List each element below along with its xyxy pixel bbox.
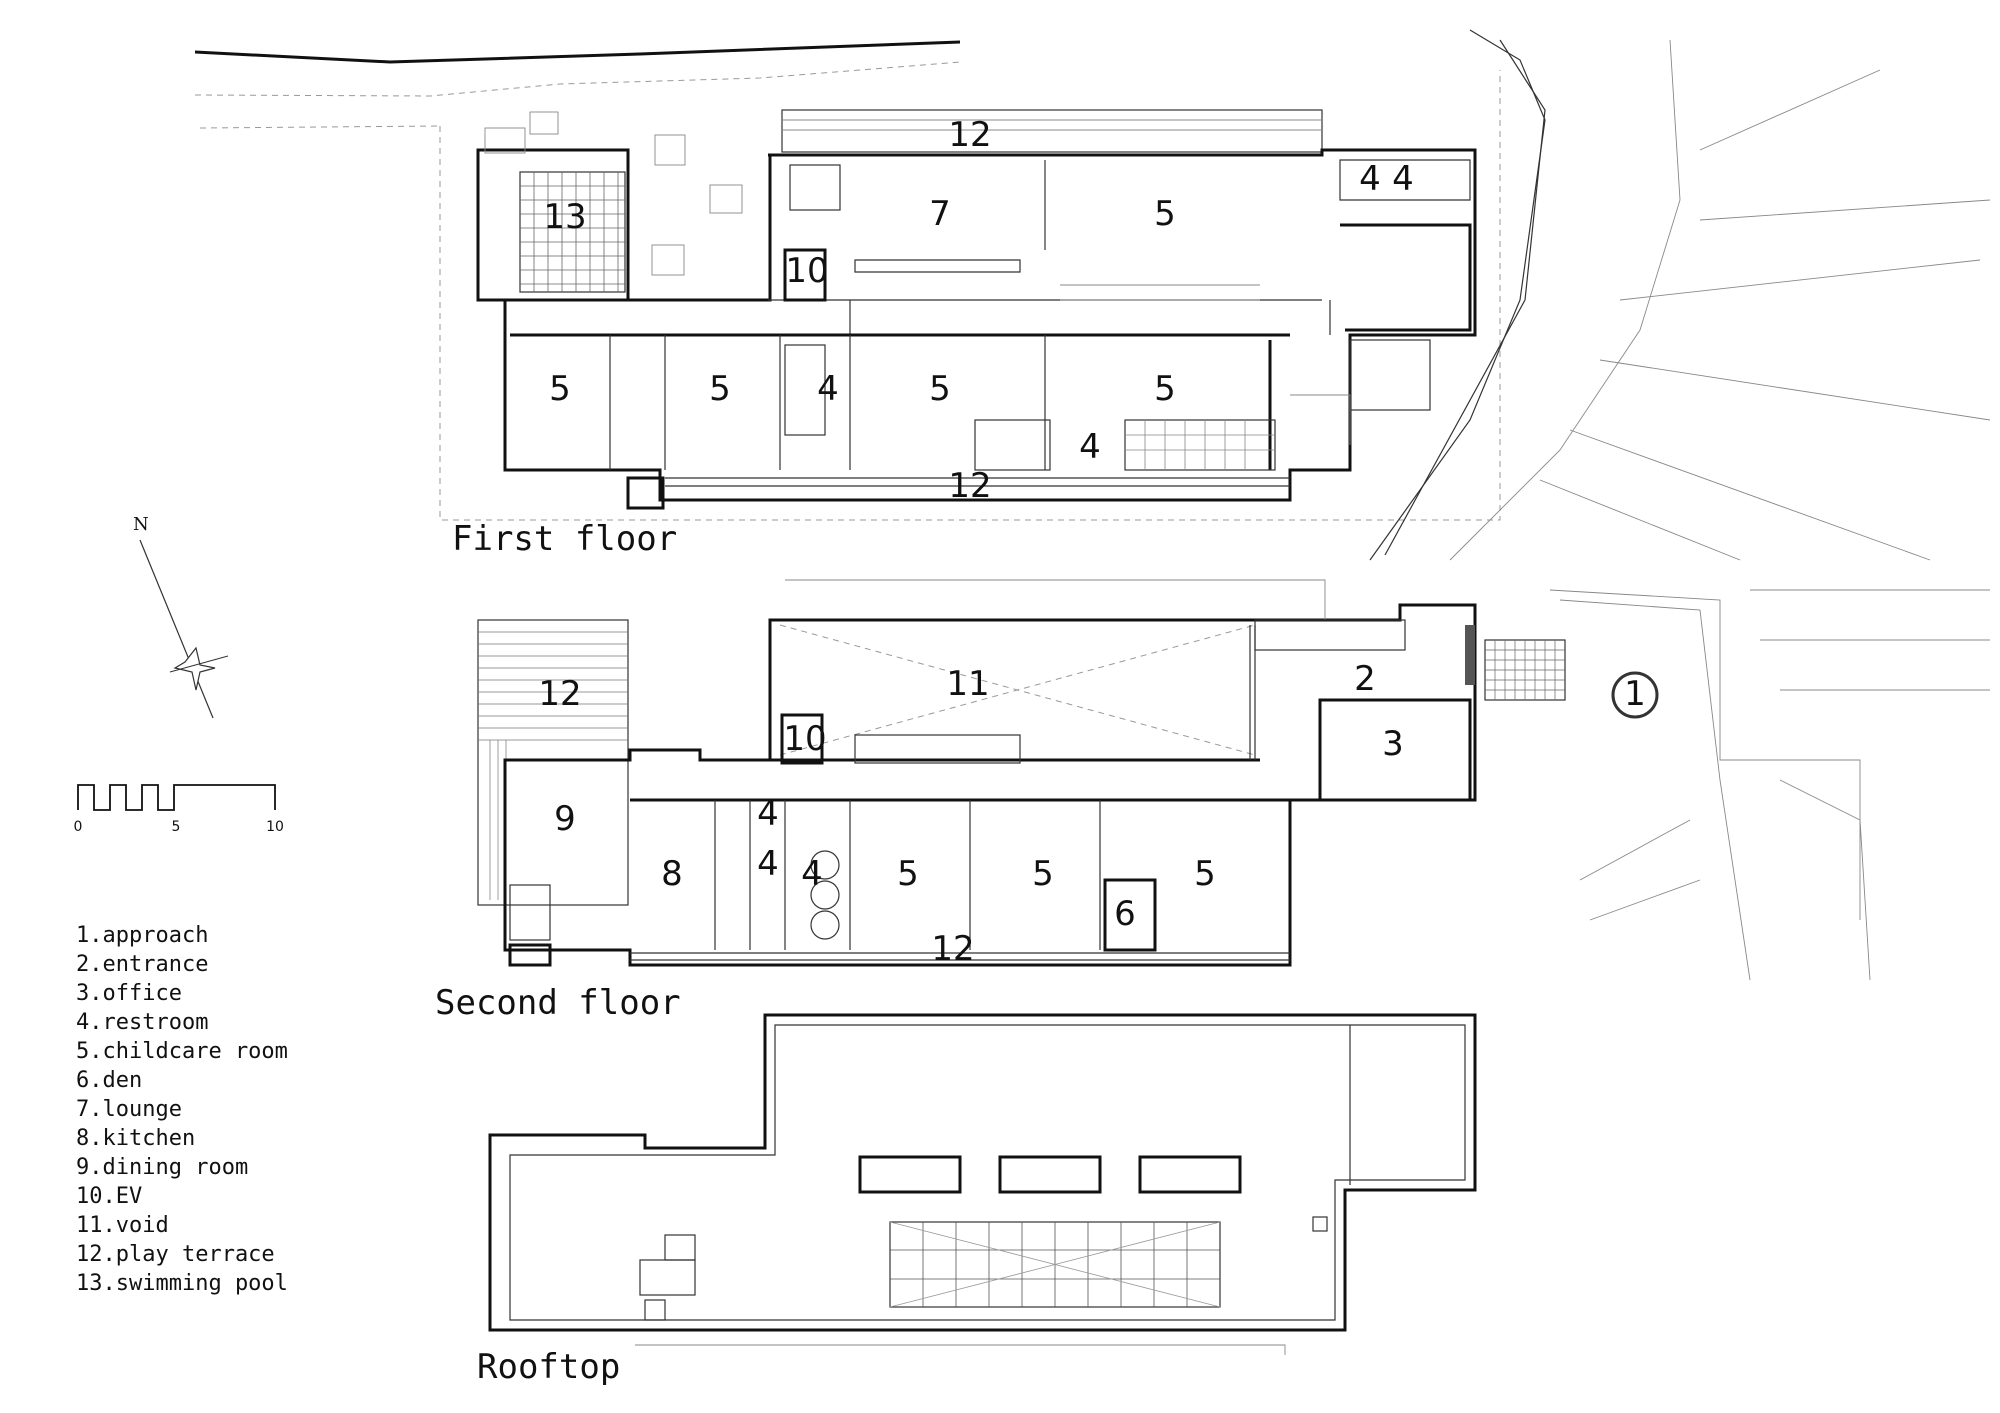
room-label: 5 xyxy=(1154,369,1176,409)
site-slope-line xyxy=(1369,29,1546,561)
swimming-pool xyxy=(519,171,626,293)
room-label: 8 xyxy=(661,854,683,894)
room-label: 12 xyxy=(948,115,991,155)
approach-planter xyxy=(1611,671,1659,719)
first-floor-room-labels: 12 13 7 5 4 4 10 5 5 4 5 5 4 12 xyxy=(543,115,1413,506)
legend-item: 10.EV xyxy=(76,1184,142,1209)
room-label: 5 xyxy=(1032,854,1054,894)
skylight-2 xyxy=(998,1155,1102,1194)
room-label: 11 xyxy=(946,664,989,704)
site-boundary xyxy=(194,61,961,97)
room-label: 4 xyxy=(801,854,823,894)
second-floor-room-labels: 12 11 2 1 10 3 9 4 8 4 4 5 5 5 6 12 xyxy=(538,659,1645,969)
room-label: 4 xyxy=(757,844,779,884)
legend-item: 9.dining room xyxy=(76,1155,248,1180)
ev-shaft-2f xyxy=(780,713,824,765)
legend-item: 13.swimming pool xyxy=(76,1271,288,1296)
room-label: 12 xyxy=(538,674,581,714)
room-label: 6 xyxy=(1114,894,1136,934)
room-label: 13 xyxy=(543,197,586,237)
scale-bar: 0 5 10 xyxy=(74,784,284,835)
rooftop-plan xyxy=(488,1013,1477,1355)
legend-item: 7.lounge xyxy=(76,1097,182,1122)
legend-item: 3.office xyxy=(76,981,182,1006)
legend-item: 5.childcare room xyxy=(76,1039,288,1064)
room-label: 5 xyxy=(897,854,919,894)
room-label: 12 xyxy=(948,466,991,506)
legend: 1.approach 2.entrance 3.office 4.restroo… xyxy=(76,923,288,1296)
room-label: 5 xyxy=(709,369,731,409)
room-label: 10 xyxy=(785,251,828,291)
scale-tick: 10 xyxy=(266,819,284,835)
second-floor-title: Second floor xyxy=(435,983,681,1023)
room-label: 3 xyxy=(1382,724,1404,764)
room-label: 5 xyxy=(1194,854,1216,894)
legend-item: 8.kitchen xyxy=(76,1126,195,1151)
play-terrace-north xyxy=(781,109,1323,153)
room-label: 4 xyxy=(1359,159,1381,199)
second-floor-exterior-wall xyxy=(503,603,1477,967)
legend-item: 1.approach xyxy=(76,923,208,948)
rooftop-title: Rooftop xyxy=(477,1347,620,1387)
north-label: N xyxy=(133,514,149,535)
legend-item: 2.entrance xyxy=(76,952,208,977)
skylight-1 xyxy=(858,1155,962,1194)
void-cross xyxy=(779,624,1256,756)
room-label: 10 xyxy=(783,719,826,759)
room-label: 5 xyxy=(1154,194,1176,234)
legend-item: 12.play terrace xyxy=(76,1242,275,1267)
room-label: 4 xyxy=(1079,427,1101,467)
first-floor-plan xyxy=(194,29,1991,561)
skylight-3 xyxy=(1138,1155,1242,1194)
ev-shaft-1f xyxy=(783,248,827,302)
room-label: 1 xyxy=(1624,674,1646,714)
north-arrow: N xyxy=(133,514,229,719)
rooftop-parapet xyxy=(488,1013,1477,1332)
first-floor-title: First floor xyxy=(452,519,677,559)
room-label: 5 xyxy=(549,369,571,409)
play-terrace-west xyxy=(477,619,629,906)
room-label: 9 xyxy=(554,799,576,839)
road-edge xyxy=(194,40,961,64)
room-label: 2 xyxy=(1354,659,1376,699)
second-floor-plan xyxy=(477,579,1990,981)
legend-item: 11.void xyxy=(76,1213,169,1238)
legend-item: 6.den xyxy=(76,1068,142,1093)
scale-tick: 0 xyxy=(74,819,83,835)
room-label: 4 xyxy=(757,794,779,834)
room-label: 7 xyxy=(929,194,951,234)
legend-item: 4.restroom xyxy=(76,1010,208,1035)
room-label: 12 xyxy=(931,929,974,969)
room-label: 4 xyxy=(817,369,839,409)
room-label: 5 xyxy=(929,369,951,409)
first-floor-exterior-wall xyxy=(503,148,1477,502)
scale-tick: 5 xyxy=(172,819,181,835)
room-label: 4 xyxy=(1392,159,1414,199)
